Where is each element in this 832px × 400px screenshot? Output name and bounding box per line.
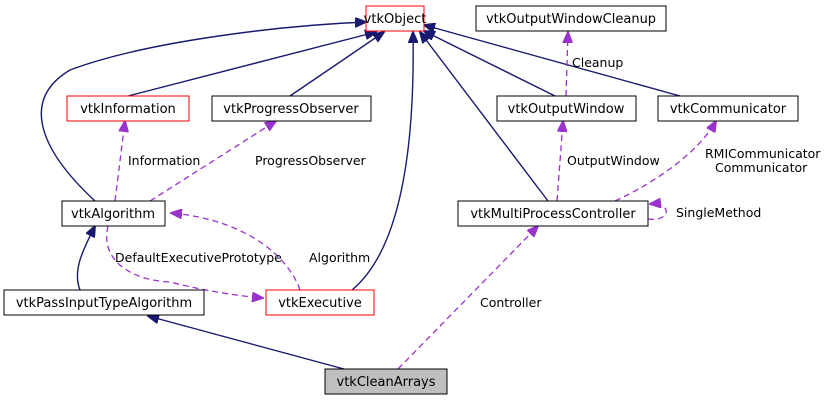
inheritance-edges (40, 22, 681, 370)
node-vtkcommunicator[interactable]: vtkCommunicator (657, 95, 799, 122)
node-vtkalgorithm[interactable]: vtkAlgorithm (61, 200, 166, 227)
node-vtkexecutive[interactable]: vtkExecutive (265, 289, 375, 316)
label-controller: Controller (480, 295, 542, 310)
node-label: vtkPassInputTypeAlgorithm (16, 296, 192, 311)
edge-output-window (556, 121, 563, 202)
node-label: vtkOutputWindowCleanup (486, 12, 656, 27)
edge-algorithm-to-object (40, 22, 366, 202)
label-progress-observer: ProgressObserver (255, 153, 367, 168)
node-label: vtkOutputWindow (508, 102, 625, 117)
edge-labels: Cleanup Information ProgressObserver Out… (115, 55, 821, 310)
edge-information-to-object (127, 32, 376, 97)
node-label: vtkProgressObserver (223, 102, 359, 117)
edge-progress-observer (149, 121, 276, 202)
edge-executive-to-object (351, 32, 413, 291)
label-rmi-communicator: RMICommunicator (705, 146, 821, 161)
edge-communicator-to-object (424, 25, 681, 97)
node-vtkoutputwindow[interactable]: vtkOutputWindow (496, 95, 637, 122)
node-vtkmultiprocesscontroller[interactable]: vtkMultiProcessController (457, 200, 649, 227)
node-label: vtkCommunicator (670, 102, 787, 117)
node-label: vtkExecutive (278, 296, 362, 311)
label-information: Information (128, 153, 200, 168)
label-algorithm: Algorithm (309, 250, 370, 265)
node-label: vtkAlgorithm (71, 207, 155, 222)
node-label: vtkMultiProcessController (470, 207, 636, 222)
label-default-executive-prototype: DefaultExecutivePrototype (115, 250, 282, 265)
node-vtkoutputwindowcleanup[interactable]: vtkOutputWindowCleanup (475, 5, 667, 32)
node-label: vtkInformation (80, 102, 176, 117)
edge-cleanup (566, 32, 568, 97)
edge-cleanarrays-to-passinputtype (148, 316, 345, 370)
usage-edges (106, 32, 716, 370)
edge-information (114, 121, 125, 202)
edge-progressobserver-to-object (289, 32, 384, 97)
label-communicator: Communicator (715, 160, 808, 175)
edge-outputwindow-to-object (424, 31, 556, 97)
node-vtkinformation[interactable]: vtkInformation (66, 95, 190, 122)
node-vtkcleanarrays[interactable]: vtkCleanArrays (324, 368, 448, 395)
node-vtkprogressobserver[interactable]: vtkProgressObserver (211, 95, 372, 122)
edge-algorithm (171, 213, 301, 291)
edge-controller (397, 226, 538, 370)
edge-single-method (647, 204, 667, 220)
node-label: vtkObject (364, 12, 427, 27)
edge-passinputtype-to-algorithm (76, 226, 95, 291)
label-output-window: OutputWindow (567, 153, 660, 168)
edge-communicator (614, 121, 716, 202)
edge-multiprocesscontroller-to-object (420, 32, 549, 202)
node-label: vtkCleanArrays (337, 375, 436, 390)
node-vtkobject[interactable]: vtkObject (364, 5, 427, 32)
label-single-method: SingleMethod (676, 205, 761, 220)
label-cleanup: Cleanup (572, 55, 623, 70)
node-vtkpassinputtypealgorithm[interactable]: vtkPassInputTypeAlgorithm (3, 289, 205, 316)
